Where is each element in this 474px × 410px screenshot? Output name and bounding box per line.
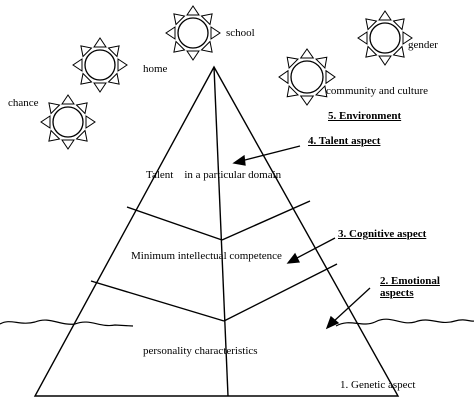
aspect-talent: 4. Talent aspect [308,135,381,147]
sun-community-icon [278,48,336,106]
arrow-emotional-head [325,315,340,330]
influence-chance: chance [8,97,39,109]
arrow-cognitive-head [286,252,301,264]
divider-upper-left [126,206,223,241]
arrows [232,145,371,330]
sun-chance-icon [40,94,96,150]
level-talent-domain: Talent in a particular domain [146,169,282,181]
sun-gender-icon [357,10,413,66]
aspect-cognitive: 3. Cognitive aspect [338,228,427,240]
arrow-talent-head [232,154,246,166]
pyramid-ridge [213,66,229,397]
pyramid-outline [33,65,400,397]
ground-line [0,318,474,327]
divider-lower-right [223,263,338,322]
aspect-emotional-line2: aspects [380,287,414,299]
sun-home-icon [72,37,128,93]
level-intellectual-competence: Minimum intellectual competence [131,250,282,262]
level-personality: personality characteristics [143,345,258,357]
influence-community: community and culture [326,85,429,97]
aspect-emotional-line1: 2. Emotional [380,275,440,287]
divider-lower-left [90,280,225,322]
divider-upper-right [221,200,311,241]
influence-home: home [143,63,168,75]
aspect-genetic: 1. Genetic aspect [340,379,416,391]
sun-school-icon [165,5,221,61]
pyramid [33,65,400,397]
influence-gender: gender [408,39,438,51]
influence-school: school [226,27,255,39]
aspect-environment: 5. Environment [328,110,402,122]
